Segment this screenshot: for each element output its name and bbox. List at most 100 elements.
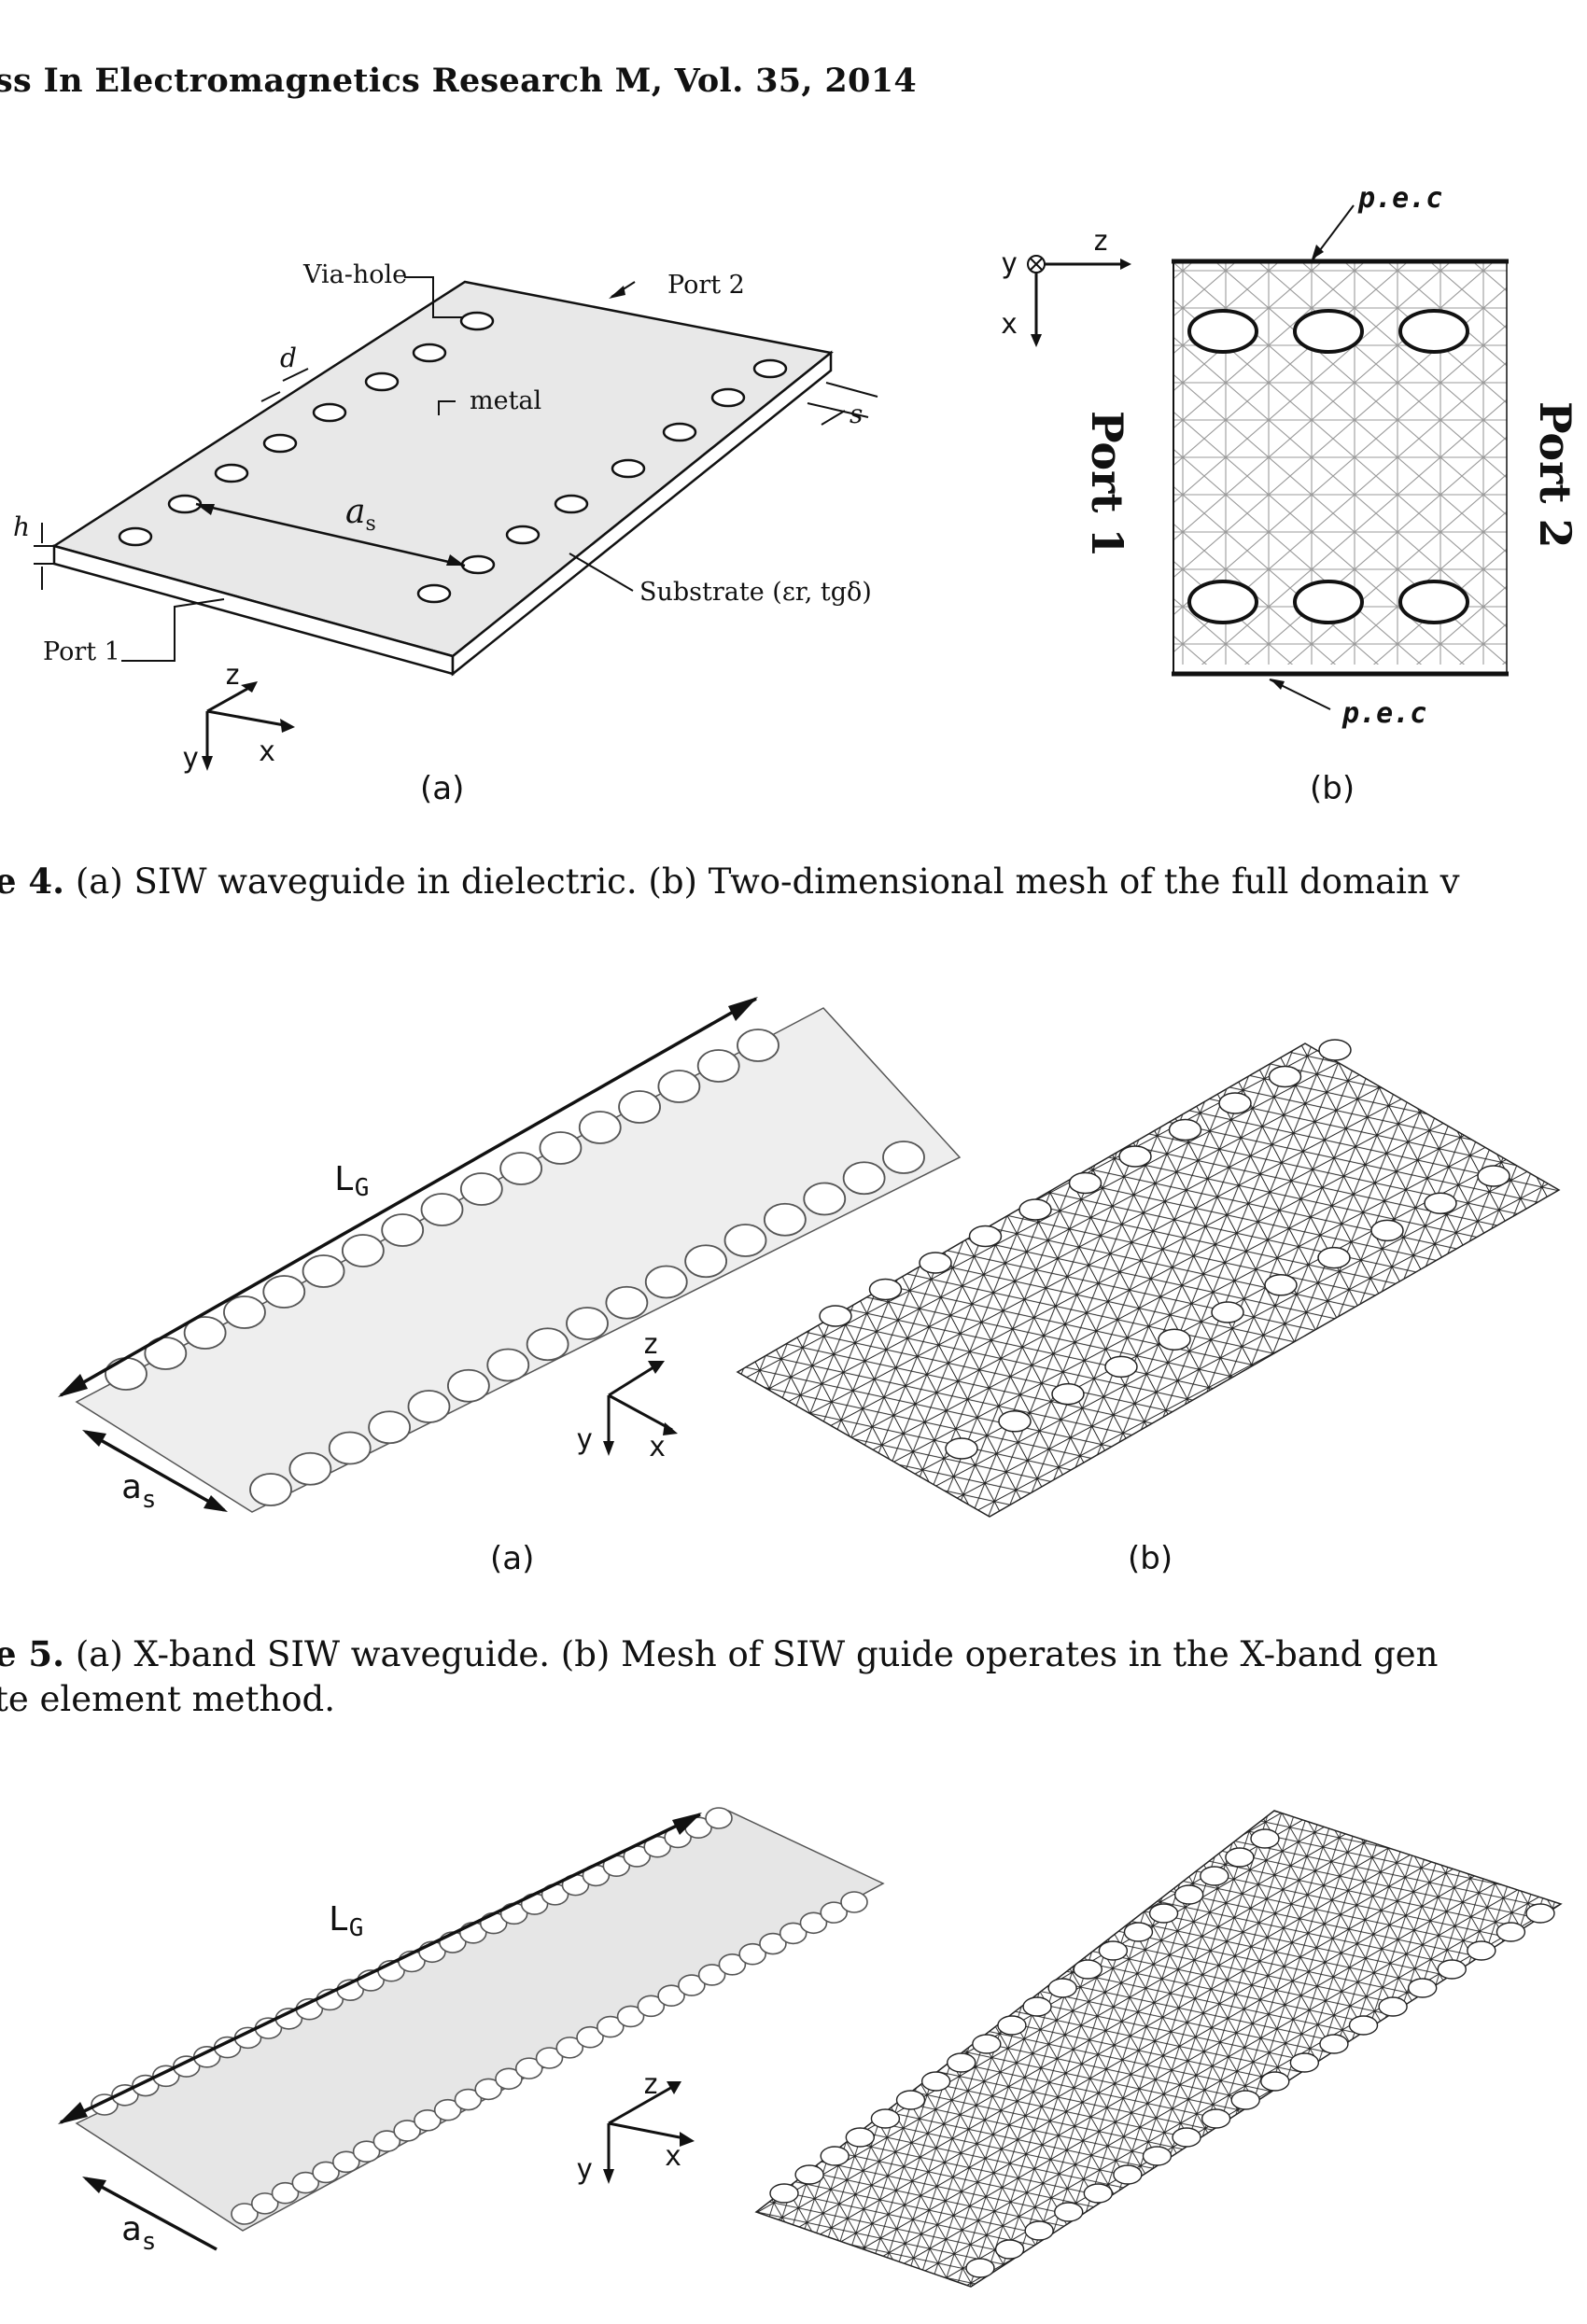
via-hole: [1172, 2127, 1201, 2148]
via-hole: [842, 1161, 886, 1196]
via-hole: [644, 1265, 688, 1299]
via-hole: [1250, 1828, 1280, 1849]
via-hole: [769, 2183, 799, 2204]
via-hole: [578, 1111, 622, 1144]
via-hole: [250, 2192, 279, 2215]
via-hole: [407, 1390, 451, 1423]
port1-leader: [121, 598, 225, 662]
via-hole: [499, 1152, 543, 1185]
via-hole: [840, 1891, 868, 1913]
via-hole: [882, 1141, 925, 1174]
via-hole: [1477, 1165, 1510, 1187]
via-hole: [223, 1295, 266, 1329]
port2-vertical-label: Port 2: [1530, 401, 1580, 549]
as-dimension-arrow: [85, 1430, 225, 1512]
via-hole: [1073, 1959, 1102, 1980]
axis-z-label: z: [642, 1328, 659, 1361]
via-hole: [1098, 1940, 1129, 1961]
via-hole: [1260, 2071, 1290, 2092]
via-hole: [1168, 1118, 1202, 1141]
axis-x-label: x: [649, 1431, 666, 1463]
via-hole: [183, 1316, 227, 1350]
via-hole: [1158, 1328, 1191, 1351]
via-hole-leader: [404, 276, 462, 318]
figure5-caption-line1: (a) X-band SIW waveguide. (b) Mesh of SI…: [64, 1634, 1439, 1674]
via-hole: [637, 1995, 666, 2018]
via-hole: [723, 1224, 767, 1257]
via-row-bottom: [249, 1141, 925, 1506]
b-axis-x-label: x: [1001, 308, 1018, 341]
as-label: as: [121, 2210, 156, 2256]
via-hole: [1264, 1274, 1298, 1296]
axis-z-label: z: [642, 2068, 659, 2101]
figure4-sublabel-a: (a): [420, 770, 465, 807]
via-hole: [820, 2146, 850, 2166]
via-hole: [535, 2047, 564, 2069]
via-hole: [1113, 2164, 1143, 2185]
figure5-caption-label: e 5.: [0, 1633, 65, 1674]
via-hole: [372, 2130, 401, 2152]
via-hole: [576, 2025, 604, 2049]
via-hole: [271, 2181, 300, 2205]
via-hole: [514, 2057, 543, 2079]
via-hole: [819, 1305, 852, 1327]
via-row-top: [105, 1029, 779, 1391]
via-hole: [526, 1327, 569, 1362]
d-label: d: [280, 343, 297, 373]
s-label: s: [850, 399, 863, 429]
lg-dimension-arrow: [60, 997, 757, 1397]
via-hole: [998, 1410, 1032, 1433]
via-hole: [763, 1202, 807, 1237]
via-hole-label: Via-hole: [302, 260, 407, 289]
via-hole: [474, 2078, 503, 2101]
via-hole: [1467, 1940, 1496, 1961]
via-octagons: [1187, 309, 1469, 624]
via-hole: [1051, 1382, 1085, 1406]
via-hole: [705, 1807, 733, 1829]
via-hole: [1018, 1198, 1052, 1221]
via-hole: [1348, 2015, 1379, 2036]
via-hole: [291, 2171, 320, 2194]
via-hole: [1068, 1171, 1102, 1195]
via-hole: [657, 1984, 685, 2007]
via-hole: [1230, 2090, 1260, 2110]
via-hole: [539, 1131, 583, 1165]
via-hole: [737, 1029, 779, 1062]
via-hole: [231, 2203, 259, 2225]
via-hole: [678, 1974, 706, 1996]
via-hole: [738, 1942, 766, 1966]
via-hole: [1118, 1145, 1152, 1168]
via-hole: [368, 1410, 412, 1445]
via-hole: [1148, 1903, 1179, 1924]
via-hole: [657, 1070, 701, 1103]
via-hole: [1370, 1219, 1404, 1242]
via-hole: [1424, 1192, 1457, 1214]
metal-label: metal: [470, 386, 541, 415]
via-hole: [1218, 1092, 1252, 1114]
via-hole: [1317, 1246, 1351, 1269]
via-hole: [968, 1225, 1003, 1248]
via-hole: [393, 2120, 421, 2142]
axis-z-label: z: [224, 659, 241, 692]
via-hole: [1123, 1922, 1154, 1942]
via-hole: [341, 1234, 385, 1267]
figure4b-mesh: p.e.c p.e.c Port 1 Port 2 y z x: [1001, 182, 1580, 730]
via-hole: [1054, 2202, 1084, 2222]
via-hole: [302, 1254, 345, 1288]
figure4-caption: e 4. (a) SIW waveguide in dielectric. (b…: [0, 859, 1459, 904]
as-dimension-arrow: [85, 2177, 218, 2251]
via-hole: [352, 2140, 381, 2163]
via-hole: [618, 1090, 661, 1124]
via-hole: [947, 2052, 976, 2073]
b-axis-z-label: z: [1092, 225, 1109, 258]
pec-top-label: p.e.c: [1357, 182, 1442, 215]
as-dimension-arrow: [195, 502, 466, 567]
via-hole: [684, 1244, 728, 1279]
via-hole: [1104, 1355, 1138, 1379]
lg-label: LG: [334, 1160, 369, 1202]
via-hole: [312, 2161, 340, 2184]
figure4-caption-text: (a) SIW waveguide in dielectric. (b) Two…: [64, 861, 1460, 902]
mesh-domain: [736, 1043, 1561, 1518]
lg-label: LG: [329, 1900, 363, 1942]
substrate-leader: [569, 553, 634, 592]
